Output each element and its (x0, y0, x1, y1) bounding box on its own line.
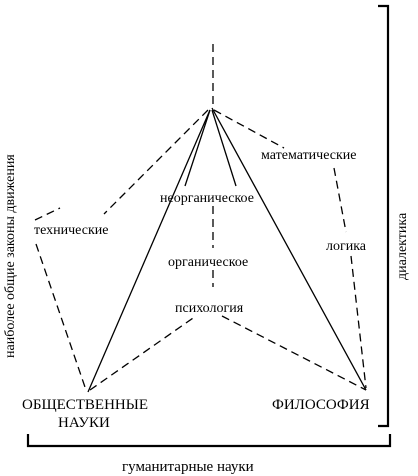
edge-apex-to-inorganic-left (184, 109, 211, 187)
label-inorganic: неорганическое (160, 191, 254, 206)
humanities-bracket (26, 434, 392, 448)
label-humanities: гуманитарные науки (122, 459, 254, 475)
edge-technical-to-social (35, 243, 87, 391)
label-dialectics: диалектика (395, 212, 410, 280)
label-psychology: психология (175, 301, 244, 316)
edge-apex-to-philosophy (211, 107, 367, 391)
dialectics-bracket (378, 4, 390, 428)
label-organic: органическое (168, 255, 248, 270)
edge-apex-to-inorganic-right (211, 109, 237, 187)
label-logic: логика (326, 239, 367, 254)
label-mathematical: математические (261, 148, 357, 163)
label-general-laws: наиболее общие законы движения (3, 154, 18, 358)
label-philosophy: ФИЛОСОФИЯ (272, 397, 370, 413)
label-social-line2: НАУКИ (58, 415, 110, 431)
edge-apex-to-social (87, 109, 211, 393)
label-social-line1: ОБЩЕСТВЕННЫЕ (22, 397, 148, 413)
edge-psychology-to-philosophy (221, 315, 367, 391)
edge-logic-to-philosophy (350, 255, 367, 389)
edge-social-to-psychology (89, 315, 197, 391)
edge-technical-diagonal (34, 207, 61, 221)
edge-apex-to-technical (103, 109, 209, 215)
edge-mathematical-to-logic (333, 167, 347, 233)
label-technical: технические (34, 223, 108, 238)
edge-apex-to-mathematical (213, 109, 285, 149)
